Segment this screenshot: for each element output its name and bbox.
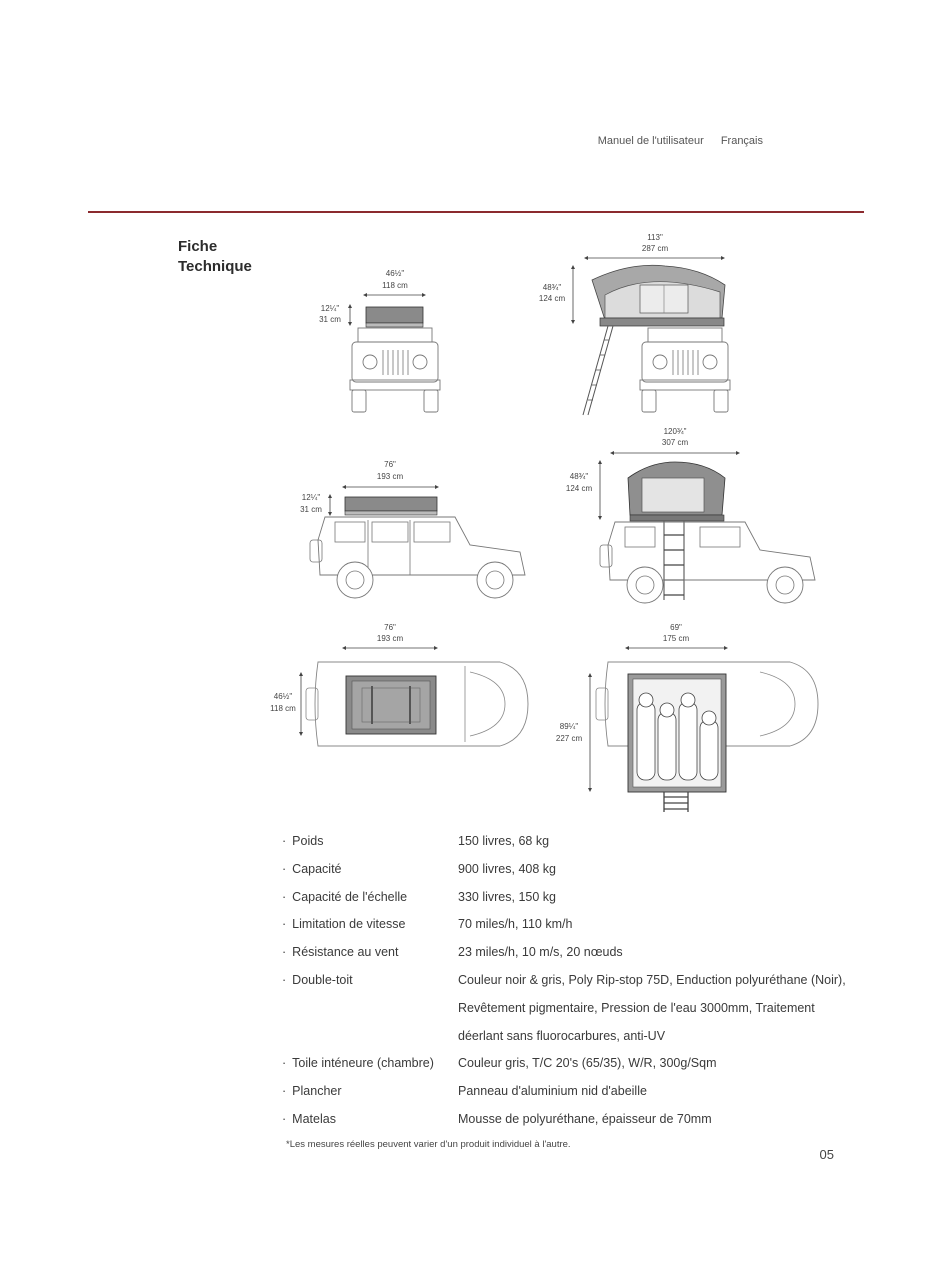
svg-text:287 cm: 287 cm — [642, 244, 669, 253]
spec-label: Toile inténeure (chambre) — [282, 1050, 458, 1078]
spec-value-line: Couleur noir & gris, Poly Rip-stop 75D, … — [458, 972, 846, 987]
svg-text:76": 76" — [384, 623, 396, 632]
svg-text:46½": 46½" — [386, 269, 405, 278]
spec-value-line: 70 miles/h, 110 km/h — [458, 917, 573, 932]
svg-text:31 cm: 31 cm — [319, 315, 341, 324]
svg-text:118 cm: 118 cm — [270, 704, 296, 713]
top-view-open: 69" 175 cm 89¼" 227 cm — [556, 623, 819, 812]
svg-text:124 cm: 124 cm — [566, 484, 593, 493]
spec-label: Résistance au vent — [282, 939, 458, 967]
spec-value-line: Mousse de polyuréthane, épaisseur de 70m… — [458, 1111, 712, 1126]
spec-label: Capacité de l'échelle — [282, 884, 458, 912]
svg-text:175 cm: 175 cm — [663, 634, 690, 643]
side-view-closed: 76" 193 cm 12¼" 31 cm — [300, 460, 526, 599]
spec-label: Double-toit — [282, 967, 458, 1050]
spec-value: Panneau d'aluminium nid d'abeille — [458, 1078, 872, 1106]
section-title: Fiche Technique — [178, 238, 252, 275]
front-view-closed: 46½" 118 cm 12¼" 31 cm — [319, 269, 441, 413]
top-view-closed: 76" 193 cm 46½" 118 cm — [270, 623, 529, 747]
spec-value: 70 miles/h, 110 km/h — [458, 911, 872, 939]
spec-label: Matelas — [282, 1106, 458, 1134]
spec-value: 900 livres, 408 kg — [458, 856, 872, 884]
page-header: Manuel de l'utilisateur Français — [598, 135, 763, 147]
dimension-diagrams: 46½" 118 cm 12¼" 31 cm 113" 287 cm 48¾" … — [270, 233, 819, 812]
spec-label: Capacité — [282, 856, 458, 884]
svg-text:89¼": 89¼" — [560, 722, 579, 731]
svg-text:31 cm: 31 cm — [300, 505, 322, 514]
spec-value-line: 150 livres, 68 kg — [458, 834, 550, 848]
spec-value: 150 livres, 68 kg — [458, 828, 872, 856]
svg-text:227 cm: 227 cm — [556, 734, 583, 743]
svg-text:69": 69" — [670, 623, 682, 632]
page-number: 05 — [819, 1147, 834, 1162]
spec-label: Plancher — [282, 1078, 458, 1106]
svg-text:124 cm: 124 cm — [539, 294, 566, 303]
svg-text:120¾": 120¾" — [664, 427, 687, 436]
spec-value-line: déerlant sans fluorocarbures, anti-UV — [458, 1028, 666, 1043]
spec-value: 23 miles/h, 10 m/s, 20 nœuds — [458, 939, 872, 967]
svg-text:12¼": 12¼" — [321, 304, 340, 313]
spec-value: Couleur gris, T/C 20's (65/35), W/R, 300… — [458, 1050, 872, 1078]
spec-value: 330 livres, 150 kg — [458, 884, 872, 912]
svg-text:307 cm: 307 cm — [662, 438, 689, 447]
spec-value: Mousse de polyuréthane, épaisseur de 70m… — [458, 1106, 872, 1134]
header-divider — [88, 211, 864, 213]
svg-text:193 cm: 193 cm — [377, 472, 404, 481]
svg-text:76": 76" — [384, 460, 396, 469]
spec-label: Poids — [282, 828, 458, 856]
language-label: Français — [720, 135, 763, 147]
spec-value-line: 330 livres, 150 kg — [458, 889, 556, 904]
spec-value-line: 23 miles/h, 10 m/s, 20 nœuds — [458, 945, 623, 960]
svg-text:113": 113" — [647, 233, 663, 242]
svg-text:118 cm: 118 cm — [382, 281, 408, 290]
svg-text:12¼": 12¼" — [302, 493, 321, 502]
spec-value-line: Revêtement pigmentaire, Pression de l'ea… — [458, 1000, 815, 1015]
svg-text:46½": 46½" — [274, 692, 293, 701]
spec-label: Limitation de vitesse — [282, 911, 458, 939]
svg-text:48¾": 48¾" — [570, 472, 589, 481]
side-view-open: 120¾" 307 cm 48¾" 124 cm — [566, 427, 816, 604]
spec-value-line: 900 livres, 408 kg — [458, 861, 556, 876]
manual-title: Manuel de l'utilisateur — [597, 135, 704, 147]
front-view-open: 113" 287 cm 48¾" 124 cm — [539, 233, 731, 416]
svg-text:193 cm: 193 cm — [377, 634, 404, 643]
spec-row: Toile inténeure (chambre)Couleur gris, T… — [282, 1050, 872, 1078]
spec-value: Couleur noir & gris, Poly Rip-stop 75D, … — [458, 967, 872, 1050]
spec-value-line: Couleur gris, T/C 20's (65/35), W/R, 300… — [458, 1056, 717, 1071]
spec-value-line: Panneau d'aluminium nid d'abeille — [458, 1084, 647, 1099]
svg-text:48¾": 48¾" — [543, 283, 562, 292]
footnote: *Les mesures réelles peuvent varier d'un… — [286, 1139, 571, 1150]
